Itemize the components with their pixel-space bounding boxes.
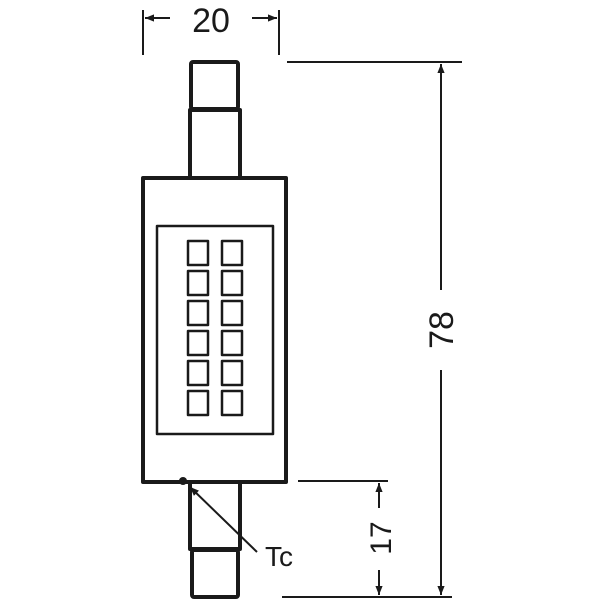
led-panel [155,224,275,436]
led-chip [220,239,244,267]
top-pin [188,60,242,180]
led-grid [186,239,244,417]
led-chip [220,359,244,387]
led-chip [186,389,210,417]
led-chip [220,269,244,297]
led-chip [186,359,210,387]
width-dimension [142,10,280,55]
led-chip [186,239,210,267]
tc-leader-arrow [189,486,258,553]
led-chip [220,329,244,357]
bottom-pin [188,480,242,599]
base-label: 17 [365,521,398,554]
width-label: 20 [192,2,230,40]
led-chip [186,269,210,297]
height-label: 78 [423,311,461,349]
lamp-body [141,176,288,484]
led-chip [220,299,244,327]
led-chip [186,329,210,357]
tc-label: Tc [265,541,293,572]
tc-point-marker [179,477,187,485]
led-chip [186,299,210,327]
height-dimension [282,61,462,598]
base-dimension [298,480,388,595]
led-chip [220,389,244,417]
